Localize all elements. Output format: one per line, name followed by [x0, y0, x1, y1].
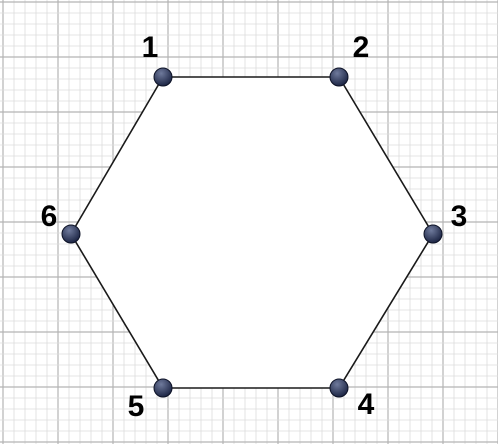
- vertex-label-4: 4: [358, 388, 375, 421]
- vertex-label-2: 2: [353, 31, 370, 64]
- vertex-point-5: [153, 378, 173, 398]
- vertex-point-1: [153, 67, 173, 87]
- vertex-label-3: 3: [451, 200, 468, 233]
- hexagon-outline: [70, 76, 434, 389]
- vertex-label-1: 1: [142, 31, 159, 64]
- vertex-point-6: [61, 224, 81, 244]
- vertex-label-6: 6: [41, 200, 58, 233]
- vertex-point-2: [329, 67, 349, 87]
- vertex-label-group: 1 2 3 4 5 6: [41, 31, 468, 423]
- vertex-point-4: [329, 378, 349, 398]
- vertex-label-5: 5: [128, 390, 145, 423]
- vertex-group: [61, 67, 443, 398]
- vertex-point-3: [423, 224, 443, 244]
